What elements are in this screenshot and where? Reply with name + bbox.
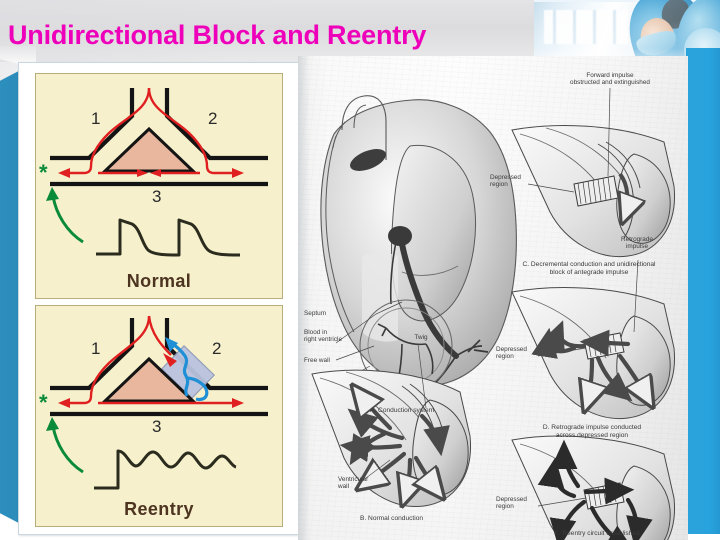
slow-conduction-zigzag <box>169 340 190 397</box>
label-depressed-region-d: Depressed region <box>496 346 527 361</box>
caption-panel-e: E. Reentry circuit established <box>554 530 640 537</box>
stimulus-arrow <box>51 425 84 474</box>
label-branch-1: 1 <box>91 109 100 128</box>
action-potential-trace <box>96 218 241 257</box>
muscle-triangle <box>101 356 197 403</box>
depressed-region-hatch-C <box>573 175 619 207</box>
retrograde-arrowhead <box>165 337 178 352</box>
panel-A-heart <box>320 95 517 393</box>
label-depressed-region-c: Depressed region <box>490 174 521 189</box>
stimulus-marker: * <box>39 390 48 415</box>
antegrade-block-arrowhead <box>163 353 177 367</box>
panel-B-wedge <box>311 343 472 507</box>
muscle-triangle <box>101 126 197 173</box>
schematic-frame: 1 2 3 * Normal <box>18 62 300 535</box>
panel-normal-caption: Normal <box>126 271 192 291</box>
branch-1-path <box>50 88 135 161</box>
panel-C-wedge <box>511 87 676 258</box>
panel-reentry: 1 2 3 * Reentry <box>35 305 283 527</box>
figure-artwork <box>311 87 676 540</box>
label-retrograde-impulse: Retrograde impulse <box>621 236 653 251</box>
label-forward-impulse: Forward impulse obstructed and extinguis… <box>570 72 650 87</box>
caption-panel-a: A. Conduction system <box>370 407 435 414</box>
caption-panel-c: C. Decremental conduction and unidirecti… <box>522 261 656 276</box>
caption-panel-d: D. Retrograde impulse conducted across d… <box>542 424 642 439</box>
accent-bar-right <box>686 48 720 534</box>
panel-D-wedge <box>511 259 676 420</box>
label-septum: Septum <box>304 310 327 317</box>
book-spine-shadow <box>298 56 310 540</box>
label-depressed-region-e: Depressed region <box>496 496 527 511</box>
label-twig: Twig <box>414 334 428 341</box>
label-branch-1: 1 <box>91 339 100 358</box>
fibrillation-trace <box>94 449 237 490</box>
label-blood-in-right-ventricle: Blood in right ventricle <box>304 329 343 344</box>
label-branch-2: 2 <box>212 339 221 358</box>
label-branch-2: 2 <box>208 109 217 128</box>
normal-diagram: 1 2 3 * <box>39 87 268 257</box>
label-branch-3: 3 <box>152 187 161 206</box>
caption-panel-b: B. Normal conduction <box>360 515 424 522</box>
panel-E-wedge <box>511 435 676 540</box>
panel-reentry-caption: Reentry <box>124 499 194 519</box>
label-free-wall: Free wall <box>304 357 330 364</box>
panel-normal: 1 2 3 * Normal <box>35 73 283 299</box>
label-ventricular-wall: Ventricular wall <box>338 476 369 491</box>
retrograde-loop-arrow <box>185 376 209 402</box>
label-branch-3: 3 <box>152 417 161 436</box>
stimulus-arrow <box>51 195 84 244</box>
stimulus-marker: * <box>39 160 48 185</box>
page-title: Unidirectional Block and Reentry <box>8 20 427 50</box>
reentry-diagram: 1 2 3 * <box>39 315 268 490</box>
textbook-figure: Septum Blood in right ventricle Free wal… <box>298 56 688 540</box>
impulse-arrowheads <box>58 168 244 178</box>
